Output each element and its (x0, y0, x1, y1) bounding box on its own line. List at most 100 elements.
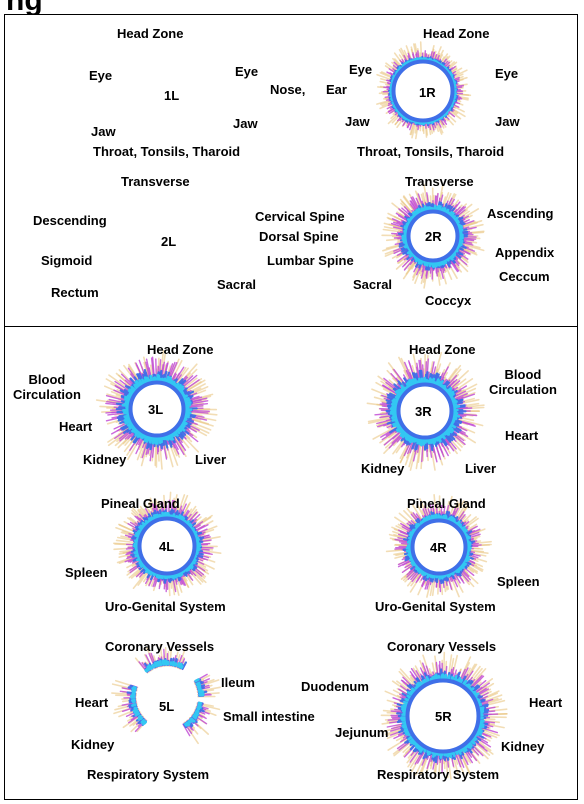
zone-id-1l: 1L (164, 88, 179, 103)
label-4r-uro-genital: Uro-Genital System (375, 599, 496, 614)
aura-streak (194, 716, 196, 718)
label-4l-pineal-gland: Pineal Gland (101, 496, 180, 511)
aura-streak (185, 405, 190, 406)
aura-streak (425, 206, 426, 211)
label-2l-transverse: Transverse (121, 174, 190, 189)
aura-streak (185, 724, 186, 725)
label-5r-kidney: Kidney (501, 739, 544, 754)
aura-streak (134, 687, 136, 688)
label-2r-sacral: Sacral (353, 277, 392, 292)
aura-streak (198, 686, 200, 687)
label-1l-jaw-left: Jaw (91, 124, 116, 139)
label-2r-ceccum: Ceccum (499, 269, 550, 284)
label-2r-coccyx: Coccyx (425, 293, 471, 308)
aura-streak (452, 402, 457, 404)
aura-streak (196, 713, 198, 714)
aura-streak (142, 720, 144, 722)
zone-id-2l: 2L (161, 234, 176, 249)
aura-streak (436, 675, 437, 680)
zone-id-2r: 2R (425, 229, 442, 244)
aura-streak (153, 665, 154, 667)
aura-streak (199, 692, 203, 693)
label-3r-liver: Liver (465, 461, 496, 476)
label-4r-spleen: Spleen (497, 574, 540, 589)
aura-streak (153, 437, 154, 444)
label-4r-pineal-gland: Pineal Gland (407, 496, 486, 511)
label-4l-spleen: Spleen (65, 565, 108, 580)
label-1r-ear: Ear (326, 82, 347, 97)
aura-streak (160, 437, 161, 443)
zone-id-5l: 5L (159, 699, 174, 714)
aura-streak (199, 690, 201, 691)
label-2l-dorsal-spine: Dorsal Spine (259, 229, 338, 244)
zone-id-3l: 3L (148, 402, 163, 417)
aura-streak (151, 667, 152, 668)
label-5r-heart: Heart (529, 695, 562, 710)
label-2r-transverse: Transverse (405, 174, 474, 189)
label-1r-eye-left: Eye (349, 62, 372, 77)
label-2l-lumbar-spine: Lumbar Spine (267, 253, 354, 268)
aura-streak (393, 419, 399, 421)
label-2l-cervical-spine: Cervical Spine (255, 209, 345, 224)
label-5r-duodenum: Duodenum (301, 679, 369, 694)
label-1r-jaw-right: Jaw (495, 114, 520, 129)
aura-streak (124, 412, 129, 413)
label-3l-blood-circulation: Blood Circulation (13, 372, 81, 402)
aura-streak (420, 438, 421, 443)
label-1r-jaw-left: Jaw (345, 114, 370, 129)
label-2l-descending: Descending (33, 213, 107, 228)
aura-streak (158, 662, 159, 665)
zone-id-4r: 4R (430, 540, 447, 555)
label-1r-eye-right: Eye (495, 66, 518, 81)
section-divider (5, 326, 577, 327)
label-3l-kidney: Kidney (83, 452, 126, 467)
aura-streak (189, 721, 190, 722)
label-1r-head-zone: Head Zone (423, 26, 489, 41)
label-3l-heart: Heart (59, 419, 92, 434)
zone-id-1r: 1R (419, 85, 436, 100)
label-1r-throat: Throat, Tonsils, Tharoid (357, 144, 504, 159)
label-1l-eye-left: Eye (89, 68, 112, 83)
label-5r-coronary-vessels: Coronary Vessels (387, 639, 496, 654)
aura-streak (196, 680, 199, 682)
aura-streak (139, 716, 140, 717)
label-2l-sigmoid: Sigmoid (41, 253, 92, 268)
label-1l-head-zone: Head Zone (117, 26, 183, 41)
label-5l-heart: Heart (75, 695, 108, 710)
aura-streak (198, 707, 200, 708)
label-3r-blood-circulation: Blood Circulation (489, 367, 557, 397)
aura-streak (134, 710, 137, 711)
label-3l-head-zone: Head Zone (147, 342, 213, 357)
label-5l-kidney: Kidney (71, 737, 114, 752)
label-5r-respiratory-system: Respiratory System (377, 767, 499, 782)
label-5l-coronary-vessels: Coronary Vessels (105, 639, 214, 654)
aura-streak (160, 661, 161, 665)
label-5l-ileum: Ileum (221, 675, 255, 690)
label-5l-respiratory-system: Respiratory System (87, 767, 209, 782)
aura-streak (198, 709, 199, 710)
label-3l-liver: Liver (195, 452, 226, 467)
label-2r-ascending: Ascending (487, 206, 553, 221)
label-1l-throat: Throat, Tonsils, Tharoid (93, 144, 240, 159)
aura-streak (196, 712, 197, 713)
diagram-frame: Head Zone Eye Eye 1L Nose, Jaw Jaw Throa… (4, 14, 578, 800)
aura-streak (178, 663, 179, 666)
aura-streak (393, 407, 398, 408)
aura-streak (182, 666, 183, 667)
label-2r-appendix: Appendix (495, 245, 554, 260)
label-5l-small-intestine: Small intestine (223, 709, 315, 724)
zone-id-3r: 3R (415, 404, 432, 419)
label-1l-eye-right: Eye (235, 64, 258, 79)
label-3r-kidney: Kidney (361, 461, 404, 476)
label-5r-jejunum: Jejunum (335, 725, 388, 740)
aura-streak (147, 670, 148, 671)
zone-id-5r: 5R (435, 709, 452, 724)
zone-id-4l: 4L (159, 539, 174, 554)
label-2l-sacral: Sacral (217, 277, 256, 292)
aura-streak (184, 403, 190, 404)
label-2l-rectum: Rectum (51, 285, 99, 300)
aura-fragments-5l (113, 643, 221, 751)
label-1l-jaw-right: Jaw (233, 116, 258, 131)
aura-streak (430, 379, 431, 384)
aura-streak (191, 720, 193, 722)
